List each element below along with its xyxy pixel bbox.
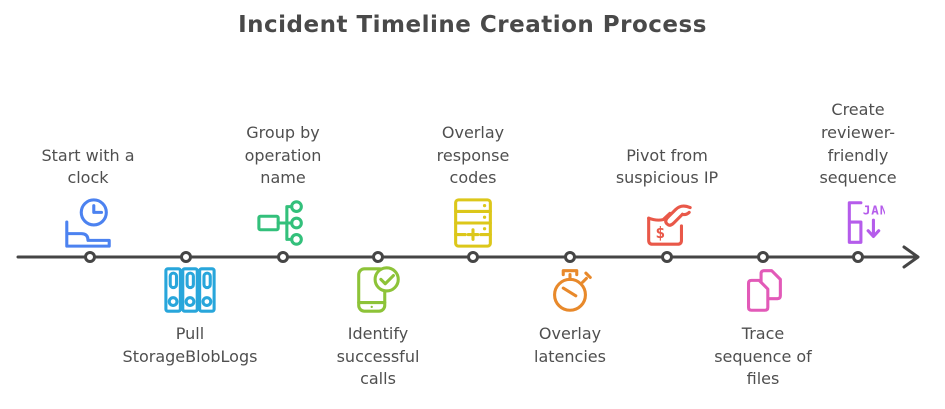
step-start-clock: Start with a clock [0, 56, 178, 250]
step-label: Overlay response codes [436, 122, 510, 188]
timeline-node [180, 251, 192, 263]
timeline-axis [16, 245, 920, 269]
step-label: Pivot from suspicious IP [615, 145, 719, 188]
step-label: Start with a clock [41, 145, 135, 188]
timeline-node [757, 251, 769, 263]
step-label: Trace sequence of files [714, 324, 812, 389]
timeline-node [277, 251, 289, 263]
dollar-glyph: $ [655, 223, 665, 242]
step-create-reviewer-sequence: Create reviewer- friendly sequence JAN [768, 56, 945, 250]
step-label: Group by operation name [244, 122, 322, 188]
step-label: Overlay latencies [534, 324, 606, 366]
arrow-head-icon [902, 245, 920, 269]
timeline-node [372, 251, 384, 263]
step-label: Create reviewer- friendly sequence [819, 100, 897, 188]
timeline-node [84, 251, 96, 263]
timeline-node [467, 251, 479, 263]
step-label: Pull StorageBlobLogs [122, 324, 258, 366]
step-label: Identify successful calls [336, 324, 420, 389]
step-pivot-suspicious-ip: Pivot from suspicious IP $ [577, 56, 757, 250]
step-overlay-latencies: Overlay latencies [480, 263, 660, 368]
timeline-node [564, 251, 576, 263]
step-pull-storagebloblogs: Pull StorageBlobLogs [100, 263, 280, 368]
page-title: Incident Timeline Creation Process [238, 12, 707, 38]
timeline-node [852, 251, 864, 263]
timeline-node [661, 251, 673, 263]
step-group-by-operation: Group by operation name [193, 56, 373, 250]
jan-glyph: JAN [863, 202, 885, 217]
step-trace-file-sequence: Trace sequence of files [673, 263, 853, 391]
step-identify-successful-calls: Identify successful calls [288, 263, 468, 391]
step-overlay-response-codes: Overlay response codes [383, 56, 563, 250]
